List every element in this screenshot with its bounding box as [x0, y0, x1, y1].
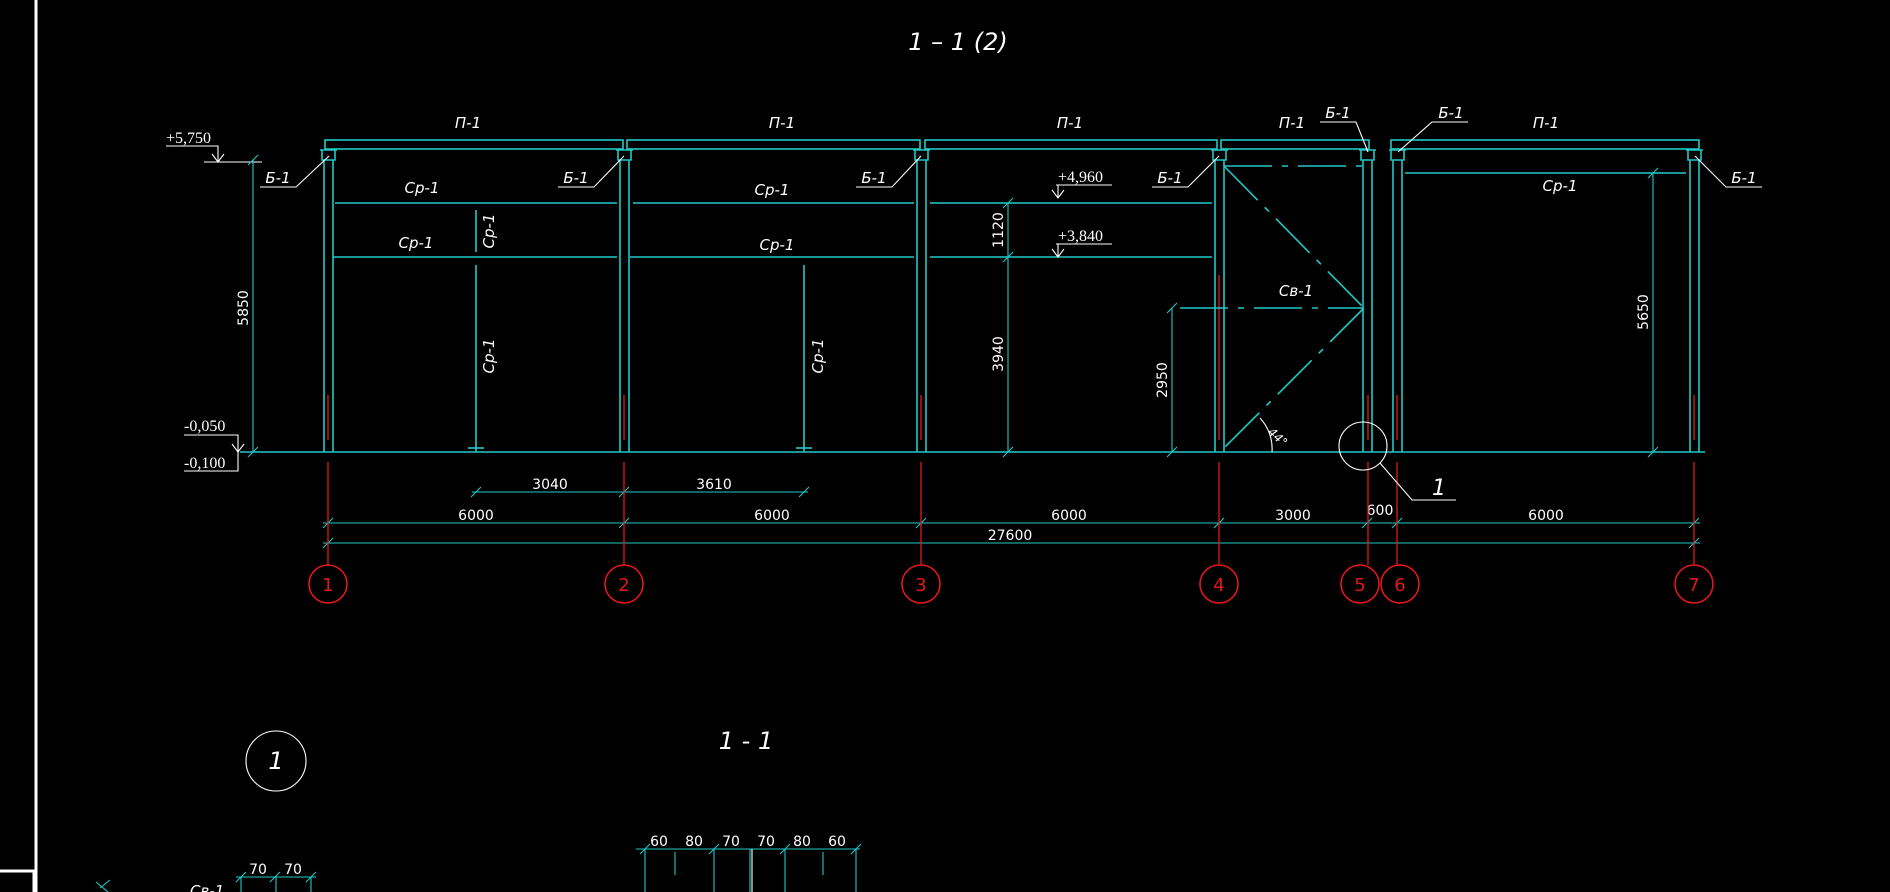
beam-label: П-1: [1057, 114, 1083, 132]
section-title-main: 1 – 1 (2): [908, 28, 1007, 56]
cap-label: Б-1: [563, 169, 588, 187]
level-mark-text: +3,840: [1058, 228, 1103, 245]
dim-text: 6000: [1528, 508, 1564, 524]
dim-text: 5850: [236, 290, 252, 326]
axis-label: 5: [1354, 575, 1365, 596]
level-mark-text: -0,100: [184, 455, 225, 472]
cap-label: Б-1: [265, 169, 290, 187]
axis-label: 1: [322, 575, 333, 596]
level-mark-text: +5,750: [166, 130, 211, 147]
axis-label: 6: [1394, 575, 1405, 596]
brace-bay: [1180, 165, 1365, 453]
cap-label: Б-1: [1438, 104, 1463, 122]
beam-label: П-1: [1533, 114, 1559, 132]
dim-text: 6000: [754, 508, 790, 524]
node-brace-label: Св-1: [190, 882, 224, 892]
node-dim-text: 80: [793, 834, 811, 850]
struts: [333, 172, 1686, 452]
cap-label: Б-1: [1157, 169, 1182, 187]
strut-label: Ср-1: [755, 181, 790, 199]
dim-text: 5650: [1636, 294, 1652, 330]
axis-label: 7: [1688, 575, 1699, 596]
dim-text: 6000: [458, 508, 494, 524]
node-view-number: 1: [268, 747, 283, 775]
dim-text: 2950: [1155, 362, 1171, 398]
dim-text: 3610: [696, 477, 732, 493]
dim-text: 6000: [1051, 508, 1087, 524]
node-callout: [1338, 421, 1456, 501]
cap-label: Б-1: [1325, 104, 1350, 122]
node-callout-number: 1: [1432, 476, 1446, 501]
level-marks: [166, 145, 1112, 472]
strut-label: Ср-1: [480, 214, 498, 249]
cap-label: Б-1: [1731, 169, 1756, 187]
drawing-frame: [0, 0, 38, 892]
beam-label: П-1: [455, 114, 481, 132]
strut-label: Ср-1: [405, 179, 440, 197]
dim-text: 27600: [988, 528, 1033, 544]
brace-angle-label: 44°: [1265, 425, 1290, 450]
vertical-dimensions: [247, 154, 1659, 458]
beam-label: П-1: [1279, 114, 1305, 132]
cap-label: Б-1: [861, 169, 886, 187]
node-dim-text: 70: [249, 862, 267, 878]
top-beams: [324, 139, 1700, 150]
cap-leaders: [260, 121, 1762, 188]
strut-label: Ср-1: [399, 234, 434, 252]
node-dim-text: 70: [757, 834, 775, 850]
strut-label: Ср-1: [809, 339, 827, 374]
node-detail-lines: [95, 843, 862, 892]
axis-label: 3: [915, 575, 926, 596]
node-dim-text: 80: [685, 834, 703, 850]
axis-lines: [327, 462, 1695, 565]
axis-label: 2: [618, 575, 629, 596]
columns: [320, 149, 1703, 452]
column-centerline-marks: [327, 275, 1695, 440]
level-mark-text: +4,960: [1058, 169, 1103, 186]
dim-text: 3000: [1275, 508, 1311, 524]
node-dim-text: 70: [284, 862, 302, 878]
strut-label: Ср-1: [1543, 177, 1578, 195]
dim-text: 3940: [991, 336, 1007, 372]
axis-bubbles: [308, 564, 1714, 604]
node-dim-text: 70: [722, 834, 740, 850]
dim-text: 600: [1367, 503, 1394, 519]
node-view-marker: [245, 730, 307, 792]
node-dim-text: 60: [828, 834, 846, 850]
strut-label: Ср-1: [760, 236, 795, 254]
section-title-lower: 1 - 1: [719, 727, 773, 755]
node-dim-text: 60: [650, 834, 668, 850]
dim-text: 1120: [991, 212, 1007, 248]
dim-text: 3040: [532, 477, 568, 493]
level-mark-text: -0,050: [184, 418, 225, 435]
axis-label: 4: [1213, 575, 1224, 596]
beam-label: П-1: [769, 114, 795, 132]
brace-label: Св-1: [1279, 282, 1313, 300]
strut-label: Ср-1: [480, 339, 498, 374]
